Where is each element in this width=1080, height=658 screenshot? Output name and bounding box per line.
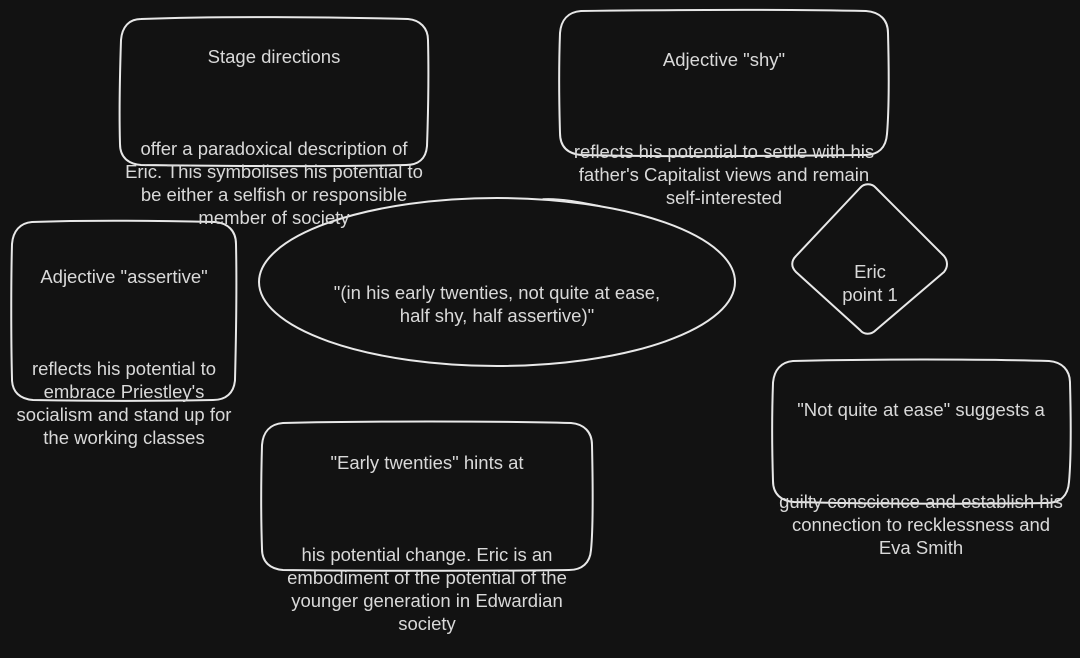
diagram-canvas: Stage directions offer a paradoxical des… <box>10 8 1072 634</box>
adjective-shy-node: Adjective "shy" reflects his potential t… <box>564 25 884 232</box>
early-twenties-heading: "Early twenties" hints at <box>330 452 524 473</box>
quote-node: "(in his early twenties, not quite at ea… <box>330 258 664 350</box>
adjective-shy-body: reflects his potential to settle with hi… <box>573 141 875 208</box>
adjective-assertive-node: Adjective "assertive" reflects his poten… <box>14 242 234 472</box>
adjective-assertive-box[interactable] <box>10 219 238 402</box>
diagram-shapes <box>10 8 1072 572</box>
early-twenties-body: his potential change. Eric is an embodim… <box>287 544 567 634</box>
eric-point-diamond[interactable] <box>791 183 948 335</box>
eric-point-text: Eric point 1 <box>842 261 898 305</box>
quote-text: "(in his early twenties, not quite at ea… <box>333 282 661 326</box>
stage-directions-box[interactable] <box>118 16 430 168</box>
early-twenties-box[interactable] <box>260 420 594 572</box>
not-quite-at-ease-box[interactable] <box>771 358 1072 505</box>
quote-ellipse[interactable] <box>258 197 736 367</box>
stage-directions-node: Stage directions offer a paradoxical des… <box>122 22 426 252</box>
not-quite-at-ease-heading: "Not quite at ease" suggests a <box>797 399 1045 420</box>
early-twenties-node: "Early twenties" hints at his potential … <box>266 428 588 658</box>
stage-directions-heading: Stage directions <box>207 46 341 67</box>
adjective-assertive-body: reflects his potential to embrace Priest… <box>16 358 232 448</box>
stage-directions-body: offer a paradoxical description of Eric.… <box>125 138 423 228</box>
not-quite-at-ease-body: guilty conscience and establish his conn… <box>779 491 1063 558</box>
not-quite-at-ease-node: "Not quite at ease" suggests a guilty co… <box>776 375 1066 582</box>
adjective-assertive-heading: Adjective "assertive" <box>40 266 208 287</box>
eric-point-node: Eric point 1 <box>810 237 930 329</box>
adjective-shy-box[interactable] <box>558 8 890 158</box>
adjective-shy-heading: Adjective "shy" <box>662 49 786 70</box>
